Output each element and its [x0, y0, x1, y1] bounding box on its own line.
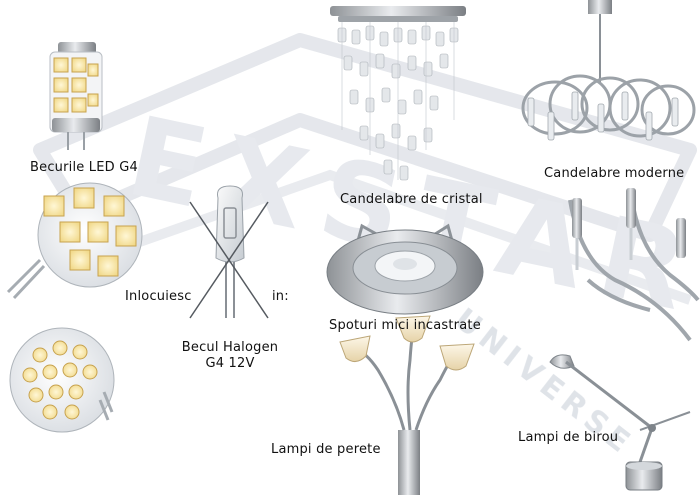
- caption-wall-lamps: Lampi de perete: [271, 442, 381, 457]
- caption-replace: Inlocuiesc: [125, 289, 192, 304]
- caption-halogen: Becul Halogen G4 12V: [180, 340, 280, 372]
- modern-chandelier-icon: [521, 0, 700, 342]
- led-disc-bulb-icon: [9, 327, 115, 433]
- caption-in: in:: [272, 289, 289, 304]
- caption-halogen-line1: Becul Halogen: [181, 340, 279, 355]
- led-corn-bulb-icon: [49, 42, 103, 150]
- desk-lamp-icon: [549, 354, 691, 491]
- caption-halogen-line2: G4 12V: [205, 356, 255, 371]
- wall-lamp-icon: [339, 315, 475, 495]
- caption-modern-chandeliers: Candelabre moderne: [544, 166, 685, 181]
- crystal-chandelier-icon: [330, 6, 466, 181]
- recessed-spotlight-icon: [326, 223, 484, 315]
- caption-crystal-chandeliers: Candelabre de cristal: [340, 192, 483, 207]
- halogen-bulb-icon: [189, 185, 269, 319]
- led-disc-bulb-icon: [6, 182, 143, 300]
- caption-led-g4: Becurile LED G4: [30, 160, 138, 175]
- caption-desk-lamps: Lampi de birou: [518, 430, 619, 445]
- caption-recessed-spots: Spoturi mici incastrate: [329, 318, 481, 333]
